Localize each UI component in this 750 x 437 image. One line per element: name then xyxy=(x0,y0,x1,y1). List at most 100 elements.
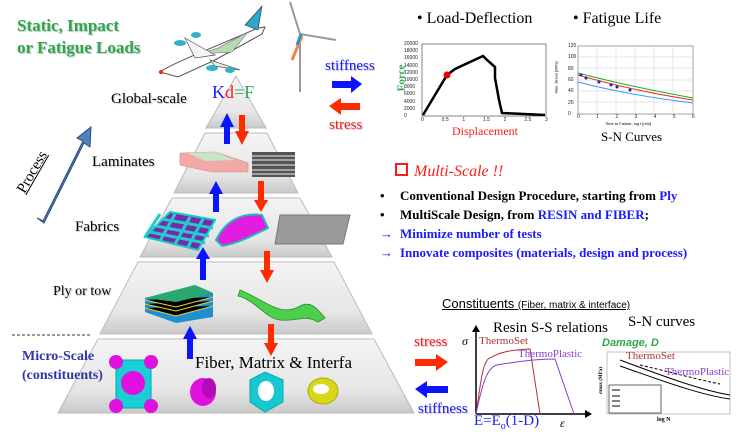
tier-global xyxy=(205,74,267,129)
fatigue-xlabel: Time to Failure, log t [min] xyxy=(605,121,652,126)
wind-turbine-icon xyxy=(289,1,337,92)
y-tick-label: 40 xyxy=(568,88,574,95)
equation-k: K xyxy=(212,82,225,102)
y-tick-label: 0 xyxy=(568,111,571,117)
bottom-stress-label: stress xyxy=(414,334,448,350)
bullet-item: •MultiScale Design, from RESIN and FIBER… xyxy=(380,207,649,222)
y-tick-label: 20000 xyxy=(404,41,418,47)
y-tick-label: 60 xyxy=(568,77,574,83)
bullet-text: Conventional Design Procedure, starting … xyxy=(400,188,660,203)
constituents-subtitle: (Fiber, matrix & interface) xyxy=(517,300,631,311)
load-deflection-ylabel: Force xyxy=(395,64,408,92)
epsilon-axis-label: ε xyxy=(560,416,565,430)
down-arrow-icon xyxy=(264,324,278,356)
fatigue-ylabel: Max. stress [MPa] xyxy=(553,61,559,94)
x-tick-label: 0.5 xyxy=(441,117,449,123)
up-arrow-icon xyxy=(209,181,223,212)
sn-xlabel: log N xyxy=(657,417,671,423)
stress-left-arrow-icon xyxy=(329,98,360,115)
sn-ylabel: σmax (MPa) xyxy=(598,367,604,394)
load-deflection-xlabel: Displacement xyxy=(452,124,518,138)
process-arrow-icon xyxy=(36,125,92,224)
multiscale-heading: Multi-Scale !! xyxy=(395,163,503,181)
bullet-highlight: RESIN and FIBER xyxy=(537,207,645,222)
arrow-text: Innovate composites (materials, design a… xyxy=(400,245,688,260)
level-global-scale: Global-scale xyxy=(111,91,187,107)
micro-scale-title: Micro-Scale xyxy=(22,349,95,364)
x-tick-label: 5 xyxy=(672,114,676,120)
x-tick-label: 0 xyxy=(577,114,580,120)
thermoset-curve xyxy=(475,348,541,415)
right-arrow-icon: → xyxy=(380,245,393,260)
x-tick-label: 1 xyxy=(462,117,466,123)
level-laminates: Laminates xyxy=(92,154,155,170)
arrow-item: → Innovate composites (materials, design … xyxy=(380,243,687,262)
level-fabrics: Fabrics xyxy=(75,219,120,235)
y-tick-label: 0 xyxy=(404,113,407,119)
up-arrow-icon xyxy=(183,326,197,359)
resin-thermoset-label: ThermoSet xyxy=(479,335,528,347)
bullet-text: MultiScale Design, from xyxy=(400,207,538,222)
sn-thermoplastic-label: ThermoPlastic xyxy=(665,366,730,378)
modulus-tail: (1-D) xyxy=(505,413,540,429)
unit-cell-image xyxy=(109,355,158,413)
load-deflection-title: • Load-Deflection xyxy=(417,10,533,27)
sn-curves-title: S-N curves xyxy=(628,314,696,330)
checkbox-icon xyxy=(395,163,408,176)
loads-title-line-2: or Fatigue Loads xyxy=(17,38,141,57)
x-tick-label: 2.5 xyxy=(524,117,532,123)
top-stress-label: stress xyxy=(329,117,363,133)
y-tick-label: 14000 xyxy=(404,62,418,69)
x-tick-label: 1 xyxy=(596,114,599,120)
sn-curves-chart xyxy=(606,351,731,415)
x-tick-label: 3 xyxy=(545,117,548,123)
top-stiffness-label: stiffness xyxy=(325,58,375,74)
resin-ss-chart xyxy=(472,325,592,418)
bullet-tail: ; xyxy=(644,207,649,222)
constituents-title-text: Constituents xyxy=(442,296,515,311)
x-tick-label: 3 xyxy=(634,114,638,120)
y-tick-label: 8000 xyxy=(404,84,416,91)
constituents-title: Constituents (Fiber, matrix & interface) xyxy=(442,296,630,311)
modulus-equation: E=Eo(1-D) xyxy=(474,413,539,432)
y-tick-label: 80 xyxy=(568,65,574,72)
load-curve xyxy=(421,54,546,117)
y-tick-label: 10000 xyxy=(404,77,418,83)
fatigue-life-title: • Fatigue Life xyxy=(573,10,662,27)
bottom-stiffness-label: stiffness xyxy=(418,401,468,417)
damage-label: Damage, D xyxy=(602,337,659,349)
multiscale-points: •Conventional Design Procedure, starting… xyxy=(380,186,687,262)
multiscale-heading-text: Multi-Scale !! xyxy=(414,163,504,180)
down-arrow-icon xyxy=(235,115,249,145)
up-arrow-icon xyxy=(220,113,234,144)
y-tick-label: 18000 xyxy=(404,48,418,55)
fatigue-life-chart xyxy=(577,45,694,115)
micro-scale-subtitle: (constituents) xyxy=(22,368,103,383)
airplane-icon xyxy=(158,5,266,78)
x-tick-label: 1.5 xyxy=(483,117,490,123)
bullet-highlight: Ply xyxy=(659,188,678,203)
y-tick-label: 20 xyxy=(568,99,574,106)
y-tick-label: 120 xyxy=(568,43,577,49)
y-tick-label: 4000 xyxy=(404,98,416,105)
interface-ring-image xyxy=(307,377,339,405)
y-tick-label: 16000 xyxy=(404,55,418,62)
x-tick-label: 0 xyxy=(421,117,424,123)
stiffness-right-arrow-icon xyxy=(332,76,362,93)
y-tick-label: 100 xyxy=(568,54,577,61)
ply-stack-image xyxy=(144,285,326,323)
y-tick-label: 2000 xyxy=(404,105,416,112)
sn-curves-caption: S-N Curves xyxy=(601,129,663,144)
right-arrow-icon: → xyxy=(380,226,393,241)
down-arrow-icon xyxy=(260,251,274,283)
x-tick-label: 2 xyxy=(615,114,619,120)
loads-title-line-1: Static, Impact xyxy=(17,16,119,35)
stiffness-left-arrow-icon xyxy=(415,381,448,398)
loads-title: Static, Impact or Fatigue Loads xyxy=(17,15,140,59)
y-tick-label: 12000 xyxy=(404,69,418,76)
load-deflection-chart xyxy=(421,43,547,117)
load-point-marker xyxy=(443,71,451,79)
x-tick-label: 6 xyxy=(692,114,695,120)
scale-arrows xyxy=(183,113,278,359)
